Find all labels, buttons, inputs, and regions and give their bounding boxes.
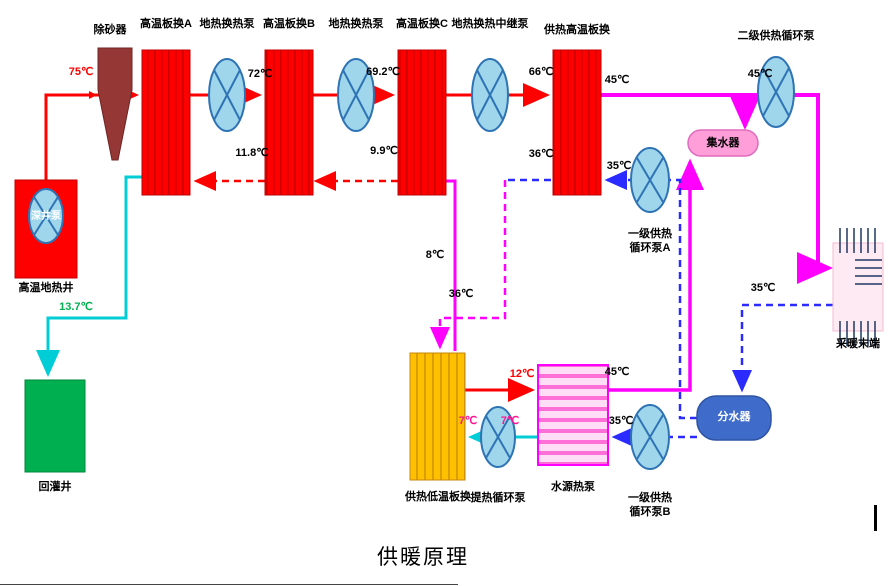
temp-evap-return-a: 7℃ <box>458 415 478 427</box>
label-geo-pump-1: 地热换热泵 <box>199 18 255 30</box>
hx-supply-low-shape <box>409 352 466 481</box>
label-terminal: 采暖末端 <box>836 338 880 350</box>
pipe-low-hx-out <box>446 179 457 351</box>
label-geo-pump-2: 地热换热泵 <box>328 18 384 30</box>
label-lift-pump: 提热循环泵 <box>470 492 526 504</box>
temp-after-hx-a: 72℃ <box>247 68 273 80</box>
label-heat-pump: 水源热泵 <box>551 481 595 493</box>
diagram-title: 供暖原理 <box>377 545 469 569</box>
label-hx-c: 高温板换C <box>396 18 448 30</box>
label-hx-b: 高温板换B <box>263 18 315 30</box>
primary-pump-a-icon <box>630 147 670 213</box>
label-hx-supply-high: 供热高温板换 <box>544 24 610 36</box>
label-secondary-pump: 二级供热循环泵 <box>737 30 815 42</box>
label-collector: 集水器 <box>706 137 740 149</box>
temp-heat-pump-return: 35℃ <box>608 415 634 427</box>
temp-well-out: 75℃ <box>68 66 94 78</box>
pipe-return-to-high-hx <box>604 170 697 420</box>
temp-supply-out: 45℃ <box>604 74 630 86</box>
hx-b-shape <box>264 49 314 196</box>
temp-low-hx-out: 8℃ <box>425 249 445 261</box>
label-geo-relay-pump: 地热换热中继泵 <box>451 18 529 30</box>
reinjection-well-shape <box>24 379 86 473</box>
pipe-geo-supply-arrow <box>89 91 97 99</box>
label-deep-well-pump: 深井泵 <box>31 211 61 222</box>
hx-c-shape <box>397 49 447 196</box>
temp-return-ab: 11.8℃ <box>235 147 269 159</box>
heat-pump-shape <box>537 364 609 466</box>
temp-supply-high-return-in: 35℃ <box>606 160 632 172</box>
temp-supply-high-return-out: 36℃ <box>528 148 554 160</box>
temp-heat-pump-out: 45℃ <box>604 366 630 378</box>
temp-evap-supply: 12℃ <box>509 368 535 380</box>
label-distributor: 分水器 <box>717 411 751 423</box>
geo-relay-pump-icon <box>471 58 509 132</box>
pipe-secondary-supply <box>601 93 833 284</box>
geo-pump-1-icon <box>208 58 246 132</box>
temp-before-secondary-pump: 45℃ <box>747 68 773 80</box>
temp-evap-return-b: 7℃ <box>500 415 520 427</box>
temp-terminal-return: 35℃ <box>750 282 776 294</box>
label-hx-a: 高温板换A <box>140 18 192 30</box>
temp-reinjection: 13.7℃ <box>59 301 93 313</box>
lift-pump-icon <box>480 406 516 468</box>
deep-well-pump-icon <box>28 188 64 244</box>
hx-a-shape <box>141 49 191 196</box>
pipe-heat-pump-out <box>608 158 704 392</box>
collector-shape <box>687 129 759 157</box>
label-primary-pump-b: 一级供热 循环泵B <box>628 492 672 519</box>
primary-pump-b-icon <box>630 404 670 470</box>
hx-supply-high-shape <box>552 49 602 196</box>
temp-to-low-hx: 36℃ <box>448 288 474 300</box>
pipe-to-low-hx <box>430 180 507 350</box>
pipe-terminal-return <box>732 303 833 393</box>
label-primary-pump-a: 一级供热 循环泵A <box>628 228 672 255</box>
label-sand-remover: 除砂器 <box>93 24 127 36</box>
temp-return-bc: 9.9℃ <box>370 145 398 157</box>
secondary-pump-icon <box>757 56 795 128</box>
geo-pump-2-icon <box>337 58 375 132</box>
temp-after-hx-c: 66℃ <box>528 66 554 78</box>
label-geothermal-well: 高温地热井 <box>18 282 74 294</box>
terminal-shape <box>832 228 884 346</box>
text-cursor-mark <box>874 505 877 531</box>
label-reinjection-well: 回灌井 <box>38 481 72 493</box>
temp-after-hx-b: 69.2℃ <box>366 66 400 78</box>
sand-remover-shape <box>97 47 133 161</box>
distributor-shape <box>696 395 772 441</box>
pipe-reinjection <box>36 175 142 377</box>
label-hx-supply-low: 供热低温板换 <box>405 491 471 503</box>
